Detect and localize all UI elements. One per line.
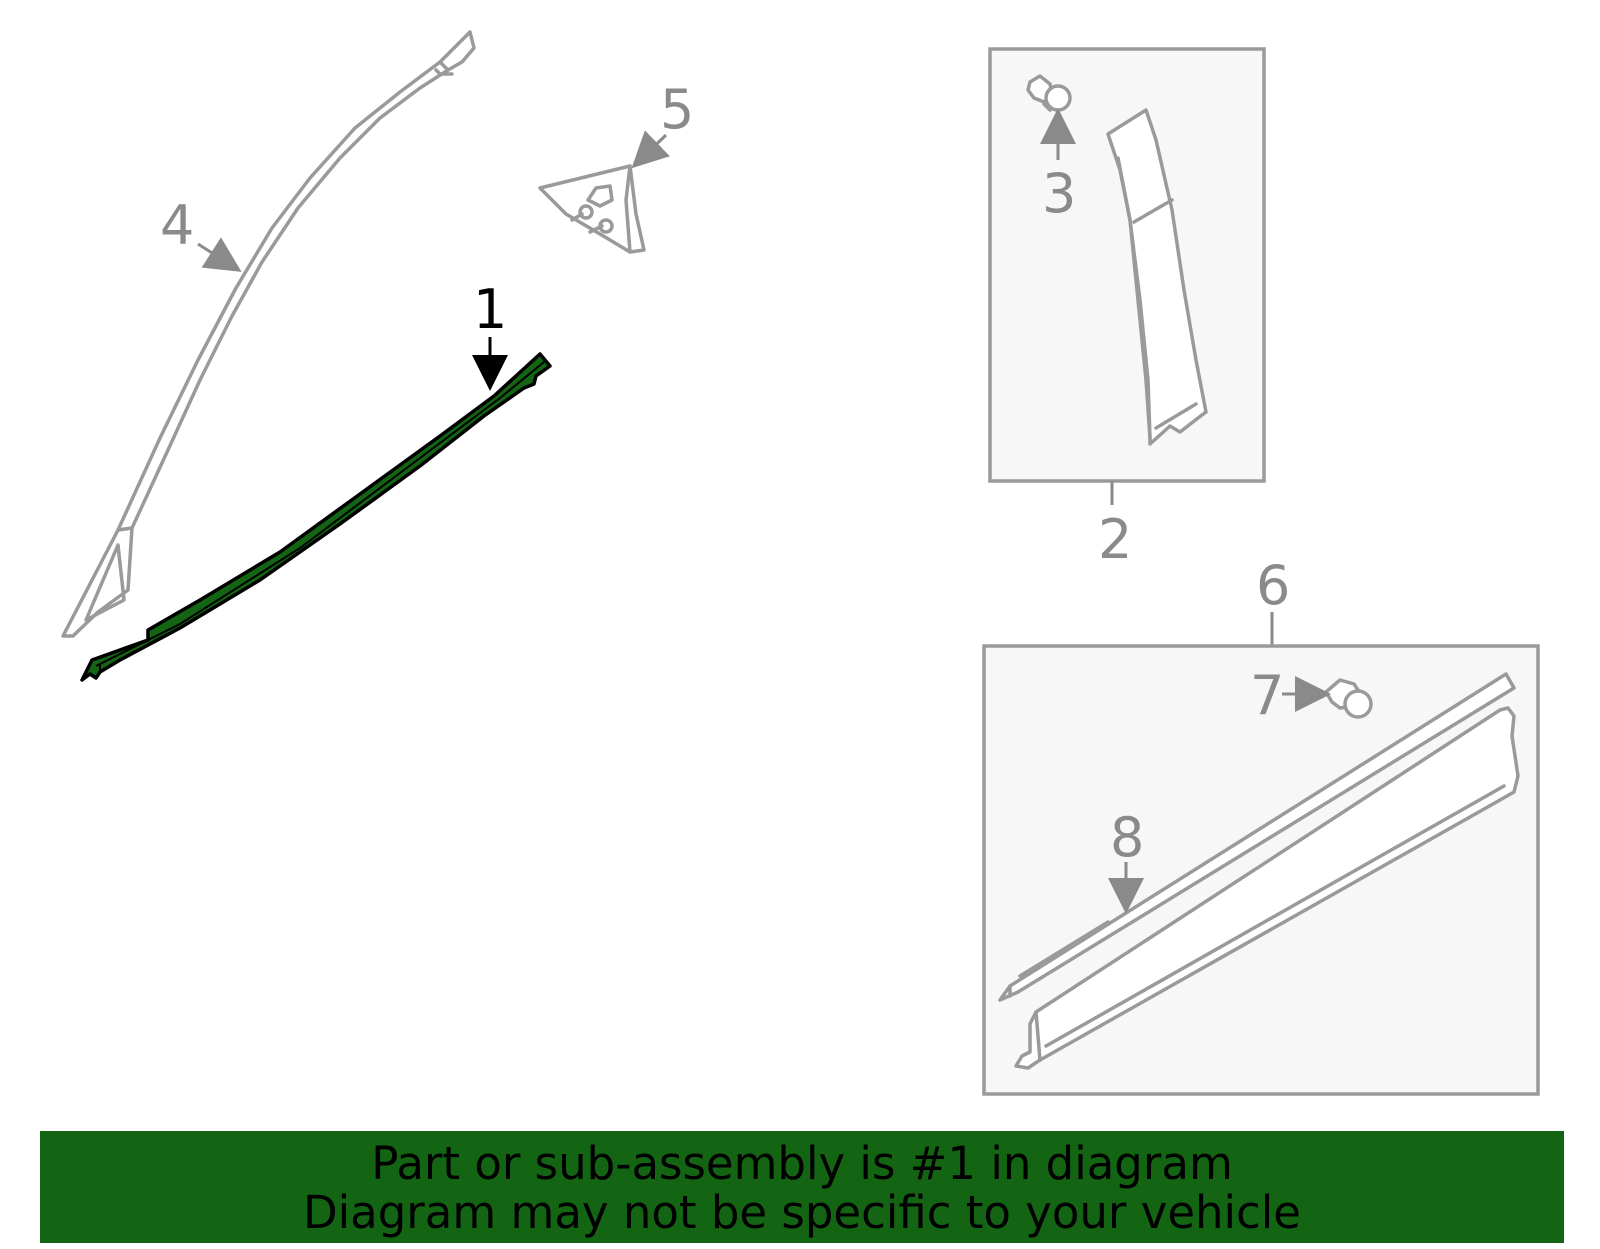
callout-5: 5 — [660, 78, 694, 141]
banner-line-1: Part or sub-assembly is #1 in diagram — [371, 1137, 1233, 1190]
part-4-pillar-molding — [61, 30, 476, 638]
part-1-belt-molding — [80, 352, 552, 682]
leader-4 — [197, 237, 242, 272]
part-2-pillar-applique — [1106, 108, 1208, 446]
callout-7: 7 — [1250, 664, 1284, 727]
info-banner: Part or sub-assembly is #1 in diagram Di… — [40, 1131, 1564, 1243]
part-5-corner-trim — [538, 164, 646, 254]
part-6-door-molding — [1014, 706, 1520, 1070]
part-8-tape-strip — [998, 672, 1516, 1002]
banner-line-2: Diagram may not be specific to your vehi… — [303, 1186, 1301, 1239]
callout-3: 3 — [1042, 162, 1076, 225]
part-7-clip — [1324, 678, 1373, 719]
callout-1: 1 — [473, 278, 507, 341]
callout-2: 2 — [1098, 508, 1132, 571]
callout-6: 6 — [1256, 554, 1290, 617]
part-2-box — [988, 47, 1266, 483]
part-1-body — [80, 352, 552, 682]
callout-8: 8 — [1110, 806, 1144, 869]
callout-4: 4 — [160, 194, 194, 257]
leader-5 — [631, 130, 670, 169]
